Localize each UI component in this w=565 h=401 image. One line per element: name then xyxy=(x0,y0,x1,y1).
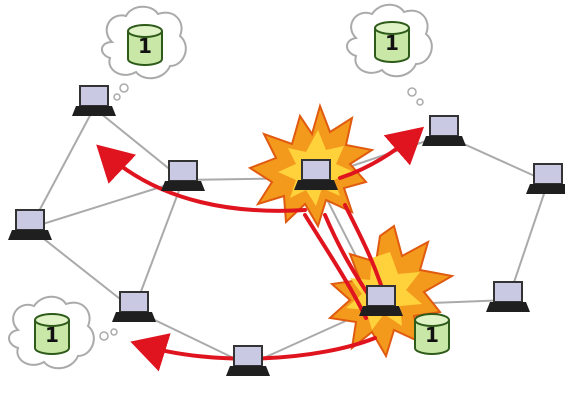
laptop-icon xyxy=(111,291,157,323)
thought-bubble-top-right: 1 xyxy=(346,3,433,106)
laptop-icon xyxy=(421,115,467,147)
thought-bubble-top-left: 1 xyxy=(101,5,187,101)
link xyxy=(133,179,184,311)
laptop-icon xyxy=(7,209,53,241)
laptop-icon xyxy=(160,160,206,192)
arrow-to-top-left xyxy=(96,144,307,213)
link xyxy=(29,227,135,311)
laptop-icon xyxy=(225,345,271,377)
database-plain: 1 xyxy=(414,313,450,355)
laptop-icon xyxy=(71,85,117,117)
db-label: 1 xyxy=(45,323,59,347)
link xyxy=(507,181,549,301)
db-label: 1 xyxy=(425,323,439,347)
arrow-down-3 xyxy=(303,213,368,320)
laptop-icon xyxy=(525,163,565,195)
db-label: 1 xyxy=(385,31,399,55)
arrow-to-top-right xyxy=(338,126,425,180)
db-label: 1 xyxy=(138,34,152,58)
arrow-down-2 xyxy=(343,203,384,290)
link xyxy=(29,107,95,229)
laptop-icon xyxy=(485,281,531,313)
thought-bubble-bottom-left: 1 xyxy=(8,295,118,370)
arrow-to-left-lower xyxy=(130,333,377,372)
